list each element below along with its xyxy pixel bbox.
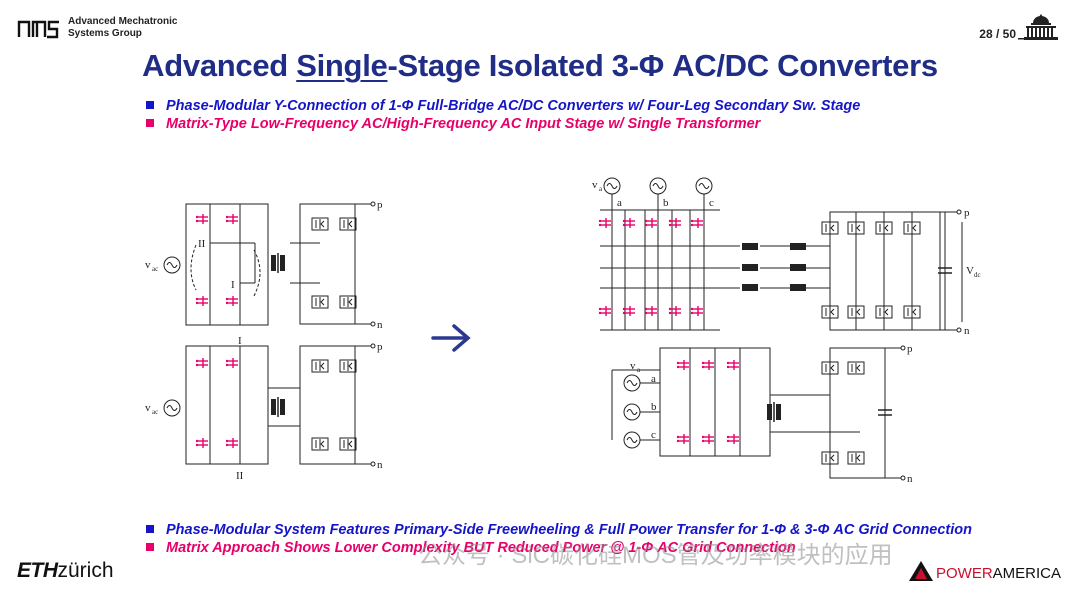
bullet-top-2-text: Matrix-Type Low-Frequency AC/High-Freque… [166,116,761,132]
eth-zurich-logo: ETHzürich [17,559,114,583]
bullet-top-1: Phase-Modular Y-Connection of 1-Φ Full-B… [146,98,860,114]
label-va-1: v [592,179,598,191]
bullet-bottom-2: Matrix Approach Shows Lower Complexity B… [146,540,796,556]
bullet-bottom-1-text: Phase-Modular System Features Primary-Si… [166,522,972,538]
title-underlined: Single [296,48,388,83]
label-b-2: b [651,401,657,413]
group-name-line2: Systems Group [68,28,142,39]
label-vac-2-sub: ac [152,408,158,416]
bullet-square-icon [146,119,154,127]
watermark-text: 公众号 · SiC碳化硅MOS管及功率模块的应用 [418,542,893,569]
page-number: 28 / 50 [979,27,1016,41]
label-II-2: II [236,470,244,482]
bullet-square-icon [146,543,154,551]
label-I-2: I [238,335,242,347]
bullet-bottom-1: Phase-Modular System Features Primary-Si… [146,522,972,538]
label-vac-1: v [145,259,151,271]
title-part1: Advanced [142,48,297,83]
group-name-line1: Advanced Mechatronic [68,16,178,27]
title-part3: -Stage Isolated 3-Φ AC/DC Converters [387,48,938,83]
eth-logo-rest: zürich [57,559,114,582]
label-vdc-sub: dc [974,271,981,279]
label-p-3: p [964,207,970,219]
bullet-top-1-text: Phase-Modular Y-Connection of 1-Φ Full-B… [166,98,861,114]
label-b-1: b [663,197,669,209]
pa-logo-power: POWER [936,565,993,582]
right-arrow-icon [431,324,471,352]
label-p-2: p [377,341,383,353]
bullet-square-icon [146,101,154,109]
label-II-1: II [198,238,206,250]
label-n-1: n [377,319,383,331]
label-p-1: p [377,199,383,211]
label-va-2-sub: a [637,366,641,374]
label-c-1: c [709,197,714,209]
label-p-4: p [907,343,913,355]
label-a-2: a [651,373,656,385]
label-vdc: V [966,265,974,277]
power-america-logo: POWERAMERICA [936,565,1061,582]
bullet-bottom-2-text: Matrix Approach Shows Lower Complexity B… [166,540,796,556]
page-title: Advanced Single-Stage Isolated 3-Φ AC/DC… [0,48,1080,84]
label-I-1: I [231,279,235,291]
label-vac-2: v [145,402,151,414]
label-c-2: c [651,429,656,441]
building-icon [1018,14,1058,40]
label-n-4: n [907,473,913,485]
bullet-square-icon [146,525,154,533]
ams-logo-icon [17,20,59,39]
label-vac-1-sub: ac [152,265,158,273]
eth-logo-bold: ETH [17,559,58,582]
label-va-2: v [630,360,636,372]
power-america-triangle-icon [909,561,933,581]
group-name: Advanced Mechatronic Systems Group [68,16,198,40]
pa-logo-america: AMERICA [992,565,1062,582]
label-n-3: n [964,325,970,337]
label-va-1-sub: a [599,185,603,193]
bullet-top-2: Matrix-Type Low-Frequency AC/High-Freque… [146,116,760,132]
label-a-1: a [617,197,622,209]
label-n-2: n [377,459,383,471]
